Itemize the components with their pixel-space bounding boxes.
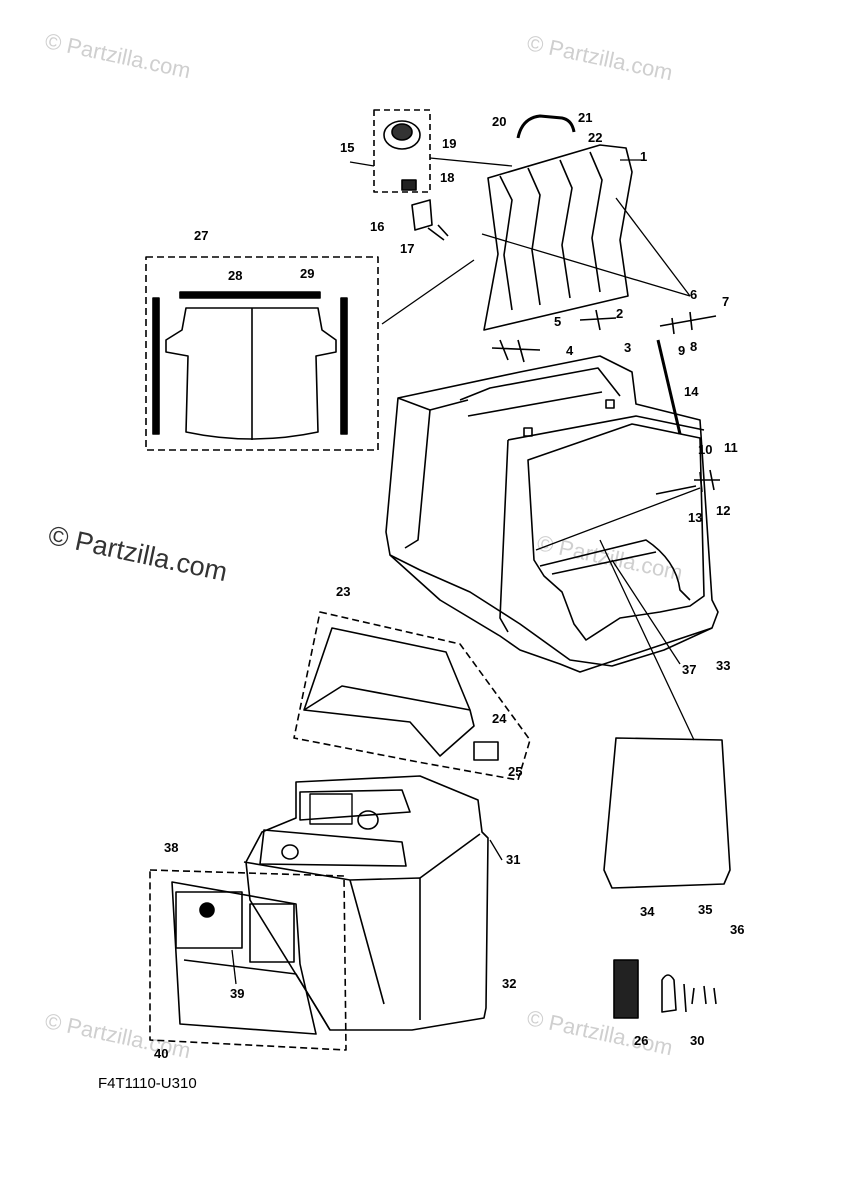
callout: 13 bbox=[688, 510, 702, 525]
hinge-right bbox=[579, 309, 617, 331]
lid-panel bbox=[483, 144, 633, 331]
callout: 5 bbox=[554, 314, 561, 329]
callout: 39 bbox=[230, 986, 244, 1001]
upper-cab bbox=[385, 355, 719, 673]
callout: 17 bbox=[400, 241, 414, 256]
callout: 1 bbox=[640, 149, 647, 164]
callout: 34 bbox=[640, 904, 655, 919]
callout: 2 bbox=[616, 306, 623, 321]
callout: 30 bbox=[690, 1033, 704, 1048]
strut-bracket bbox=[655, 469, 720, 495]
callout: 12 bbox=[716, 503, 730, 518]
callout: 11 bbox=[724, 440, 738, 455]
callout: 27 bbox=[194, 228, 208, 243]
lock-bracket bbox=[411, 199, 433, 231]
callout: 22 bbox=[588, 130, 602, 145]
callout: 38 bbox=[164, 840, 178, 855]
door-window-left bbox=[175, 891, 243, 949]
hinge-left bbox=[491, 339, 541, 363]
callout: 23 bbox=[336, 584, 350, 599]
callout: 10 bbox=[698, 442, 712, 457]
callout: 15 bbox=[340, 140, 354, 155]
tool-kit bbox=[661, 974, 677, 1013]
callout: 7 bbox=[722, 294, 729, 309]
strip-26 bbox=[613, 959, 639, 1019]
callout: 31 bbox=[506, 852, 520, 867]
door-box bbox=[149, 869, 347, 1051]
seal-strip-top bbox=[179, 291, 321, 299]
callout: 20 bbox=[492, 114, 506, 129]
display-housing bbox=[299, 789, 411, 821]
callout: 21 bbox=[578, 110, 592, 125]
callout: 16 bbox=[370, 219, 384, 234]
gas-strut bbox=[656, 339, 682, 435]
clip-24 bbox=[473, 741, 499, 761]
hinge-rear bbox=[659, 311, 717, 335]
callout: 37 bbox=[682, 662, 696, 677]
door-window-right bbox=[249, 903, 295, 963]
callout: 25 bbox=[508, 764, 522, 779]
callout: 33 bbox=[716, 658, 730, 673]
floor-mat bbox=[603, 737, 731, 889]
callout: 6 bbox=[690, 287, 697, 302]
callout: 3 bbox=[624, 340, 631, 355]
callout: 9 bbox=[678, 343, 685, 358]
panel-23 bbox=[303, 627, 475, 757]
callout: 32 bbox=[502, 976, 516, 991]
diagram-code: F4T1110-U310 bbox=[98, 1075, 197, 1092]
seal-strip-left bbox=[152, 297, 160, 435]
lock-knob bbox=[383, 120, 421, 150]
callout: 24 bbox=[492, 711, 507, 726]
callout: 18 bbox=[440, 170, 454, 185]
handle bbox=[516, 114, 576, 139]
door-frame bbox=[171, 881, 317, 1035]
callout: 29 bbox=[300, 266, 314, 281]
callout: 8 bbox=[690, 339, 697, 354]
seal-kit-box bbox=[145, 256, 379, 451]
seal-mat bbox=[165, 307, 337, 440]
callout: 26 bbox=[634, 1033, 648, 1048]
callout: 35 bbox=[698, 902, 712, 917]
callout: 28 bbox=[228, 268, 242, 283]
seal-strip-right bbox=[340, 297, 348, 435]
lower-cab bbox=[245, 775, 489, 1031]
callout: 36 bbox=[730, 922, 744, 937]
cab-door-opening bbox=[527, 423, 705, 641]
callout-labels: 1 2 3 4 5 6 7 8 9 10 11 12 13 14 15 16 1… bbox=[154, 110, 744, 1061]
callout: 14 bbox=[684, 384, 699, 399]
callout: 19 bbox=[442, 136, 456, 151]
callout: 4 bbox=[566, 343, 574, 358]
callout: 40 bbox=[154, 1046, 168, 1061]
lock-group-box bbox=[373, 109, 431, 193]
panel-23-box bbox=[293, 611, 531, 781]
